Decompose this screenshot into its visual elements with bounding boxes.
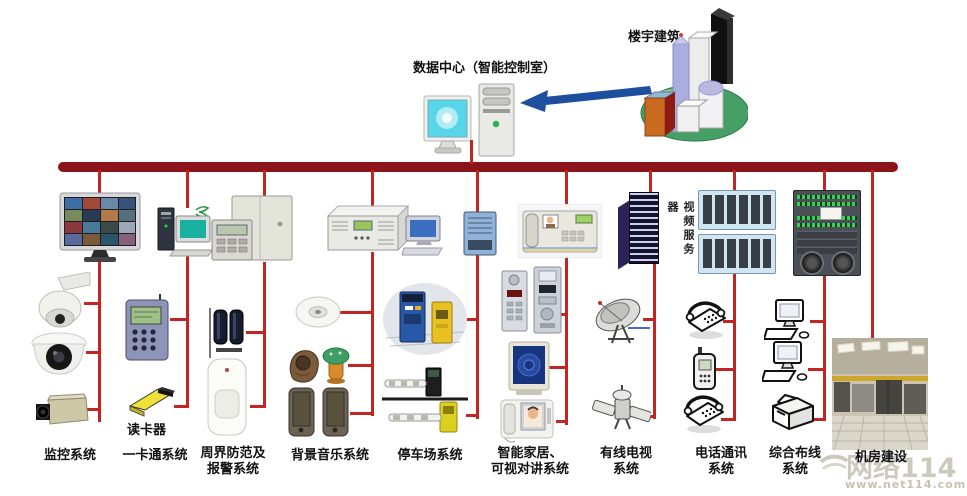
parking-workstation-icon: [402, 210, 498, 258]
watermark-url: www.net114.com: [845, 478, 967, 491]
datacenter-monitor-icon: [422, 94, 474, 156]
connector-line: [186, 255, 189, 408]
satellite-dish-icon: [592, 295, 650, 345]
ceiling-speaker-icon: [294, 294, 342, 330]
connector-line: [170, 318, 188, 321]
connector-line: [350, 412, 373, 415]
beam-detectors-icon: [202, 304, 248, 360]
connector-line: [371, 170, 374, 206]
connector-line: [371, 252, 374, 416]
connector-line: [250, 405, 265, 408]
connector-line: [811, 418, 825, 421]
connector-line: [558, 313, 567, 316]
intercom-center-station-icon: [518, 204, 602, 258]
connector-line: [643, 318, 655, 321]
backbone-bus-line: [58, 162, 898, 172]
connector-line: [810, 320, 825, 323]
connector-line: [174, 405, 188, 408]
connector-line: [476, 255, 479, 419]
system-label-cable-tv: 有线电视 系统: [599, 446, 652, 477]
connector-line: [808, 368, 825, 371]
connector-line: [548, 366, 567, 369]
system-label-smart-home-intercom: 智能家居、 可视对讲系统: [490, 446, 569, 477]
system-label-cctv: 监控系统: [43, 448, 96, 463]
system-label-machine-room: 机房建设: [854, 450, 907, 465]
mushroom-speaker-icon: [322, 347, 350, 385]
connector-line: [246, 331, 265, 334]
bgm-amplifier-icon: [324, 202, 410, 254]
system-label-telephone: 电话通讯 系统: [694, 446, 747, 477]
building-label: 楼宇建筑: [628, 30, 681, 45]
desktop-computer-icon: [764, 298, 812, 346]
connector-line: [653, 263, 656, 419]
column-speakers-icon: [286, 386, 352, 440]
connector-line: [87, 408, 100, 411]
arrow-building-to-datacenter-icon: [518, 84, 656, 118]
video-server-label: 视频服务器: [666, 201, 695, 257]
connector-line: [823, 170, 826, 194]
connector-line: [721, 418, 735, 421]
dome-camera-icon: [30, 330, 88, 378]
connector-line: [340, 311, 373, 314]
connector-line: [476, 170, 479, 216]
ptz-camera-icon: [32, 272, 92, 332]
system-label-parking: 停车场系统: [397, 448, 463, 463]
network-switch-icon: [793, 190, 861, 276]
mobile-phone-icon: [690, 347, 720, 391]
onecard-workstation-icon: [152, 204, 214, 258]
desk-phone-icon: [684, 300, 728, 340]
connector-line: [86, 351, 100, 354]
connector-line: [466, 414, 478, 417]
connector-line: [649, 170, 652, 192]
pbx-rack-top-icon: [698, 190, 776, 230]
datacenter-tower-icon: [477, 82, 517, 158]
fax-phone-icon: [682, 394, 726, 436]
door-entry-panels-icon: [500, 266, 562, 334]
video-server-icon: [615, 187, 663, 270]
connector-line: [733, 170, 736, 194]
satellite-icon: [591, 385, 651, 433]
system-label-structured-cabling: 综合布线 系统: [768, 446, 821, 477]
pbx-rack-bottom-icon: [698, 234, 776, 274]
barrier-gate-icon: [380, 366, 470, 434]
system-label-background-music: 背景音乐系统: [290, 448, 369, 463]
connector-line: [823, 270, 826, 421]
access-control-terminal-icon: [122, 294, 172, 362]
pir-detector-icon: [200, 356, 252, 440]
connector-line: [465, 318, 478, 321]
data-center-label: 数据中心（智能控制室）: [413, 61, 557, 76]
video-door-phone-icon: [495, 396, 559, 444]
connector-line: [565, 255, 568, 425]
connector-line: [556, 420, 567, 423]
box-camera-icon: [34, 392, 90, 434]
connector-line: [263, 262, 266, 408]
building-cluster-icon: [633, 8, 748, 143]
connector-line: [348, 364, 373, 367]
system-label-one-card: 一卡通系统: [122, 448, 188, 463]
cctv-monitor-wall-icon: [58, 192, 142, 264]
system-label-perimeter-alarm: 周界防范及 报警系统: [200, 446, 266, 477]
connector-line: [565, 170, 568, 208]
machine-room-photo: [832, 338, 928, 450]
watermark-brand: 网络114: [846, 453, 957, 484]
connector-line: [723, 320, 735, 323]
connector-line: [186, 170, 189, 208]
connector-line: [263, 170, 266, 198]
connector-line: [733, 270, 736, 421]
connector-line: [470, 140, 473, 164]
connector-line: [871, 170, 874, 342]
card-reader-label: 读卡器: [127, 423, 167, 438]
desktop-computer-icon: [762, 340, 810, 388]
parking-entrance-icon: [382, 280, 468, 358]
watermark-swoosh-icon: [820, 452, 848, 476]
connector-line: [716, 368, 735, 371]
alarm-control-panel-icon: [210, 194, 294, 266]
intercom-wall-monitor-icon: [507, 340, 551, 396]
connector-line: [98, 260, 101, 422]
card-reader-icon: [128, 380, 176, 418]
connector-line: [84, 302, 100, 305]
rock-speaker-icon: [287, 347, 321, 385]
printer-icon: [768, 393, 816, 439]
connector-line: [98, 170, 101, 196]
